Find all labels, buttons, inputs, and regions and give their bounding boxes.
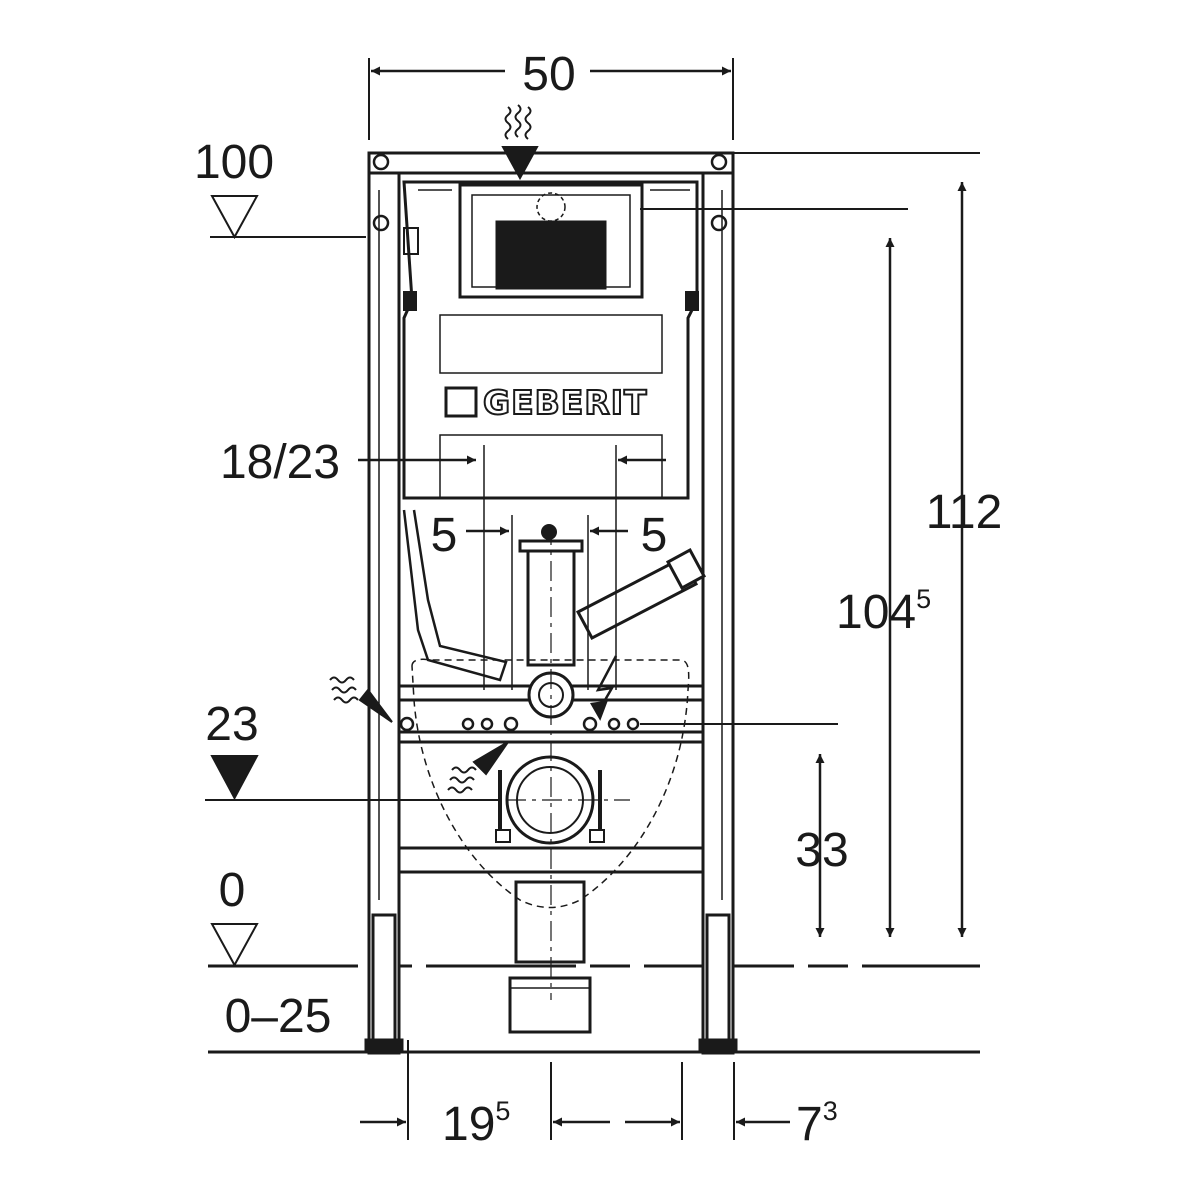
level-triangle-icon <box>210 195 259 968</box>
label-drain-level: 23 <box>205 698 258 751</box>
left-foot-plate <box>364 1038 404 1052</box>
pipework <box>402 509 707 1034</box>
label-width: 50 <box>522 48 575 101</box>
label-offset-bottom-main: 7 <box>796 1098 823 1151</box>
supply-hose <box>402 509 508 682</box>
center-point <box>541 524 557 540</box>
level-marker-23 <box>210 755 259 801</box>
flush-plate-opening <box>495 220 607 290</box>
label-offset-bottom-sup: 3 <box>823 1096 838 1126</box>
drain-down-pipe <box>514 880 586 964</box>
label-floor-range: 0–25 <box>225 990 332 1043</box>
label-flush-height-sup: 5 <box>916 584 931 614</box>
dimension-labels: 50 100 18/23 5 5 112 1045 23 33 0 0–25 1… <box>194 48 1002 1151</box>
mounting-rail-lower <box>397 846 705 874</box>
drain-end-cap <box>508 976 592 1034</box>
label-drain-height: 33 <box>795 824 848 877</box>
floor-lines <box>208 964 980 1054</box>
label-flush-height-main: 104 <box>836 586 916 639</box>
left-foot <box>371 913 397 1042</box>
brand-name: GEBERIT <box>483 383 648 422</box>
water-supply-wave-icon <box>329 676 393 723</box>
label-total-height: 112 <box>926 486 1003 539</box>
label-depth-main: 19 <box>442 1098 495 1151</box>
water-supply-wave-icon <box>501 104 539 181</box>
label-outlet-spacing: 18/23 <box>220 436 340 489</box>
level-marker-100 <box>210 195 259 240</box>
label-offset-bottom: 73 <box>796 1096 838 1151</box>
label-depth-sup: 5 <box>495 1096 510 1126</box>
water-supply-wave-icon <box>447 741 509 794</box>
label-offset-right: 5 <box>641 509 668 562</box>
frame-right-upright <box>701 151 735 1055</box>
installation-frame <box>364 151 738 1055</box>
label-floor-level: 0 <box>219 864 246 917</box>
label-flush-height: 1045 <box>836 584 931 639</box>
label-offset-left: 5 <box>431 509 458 562</box>
label-depth: 195 <box>442 1096 510 1151</box>
cistern <box>402 180 699 500</box>
dimension-lines <box>205 58 980 1140</box>
frame-top-bar <box>367 151 735 175</box>
level-marker-0 <box>210 923 259 968</box>
right-foot-plate <box>698 1038 738 1052</box>
label-level-top: 100 <box>194 136 274 189</box>
electric-lightning-icon <box>590 655 618 721</box>
right-foot <box>705 913 731 1042</box>
geberit-logo: GEBERIT <box>444 382 648 423</box>
